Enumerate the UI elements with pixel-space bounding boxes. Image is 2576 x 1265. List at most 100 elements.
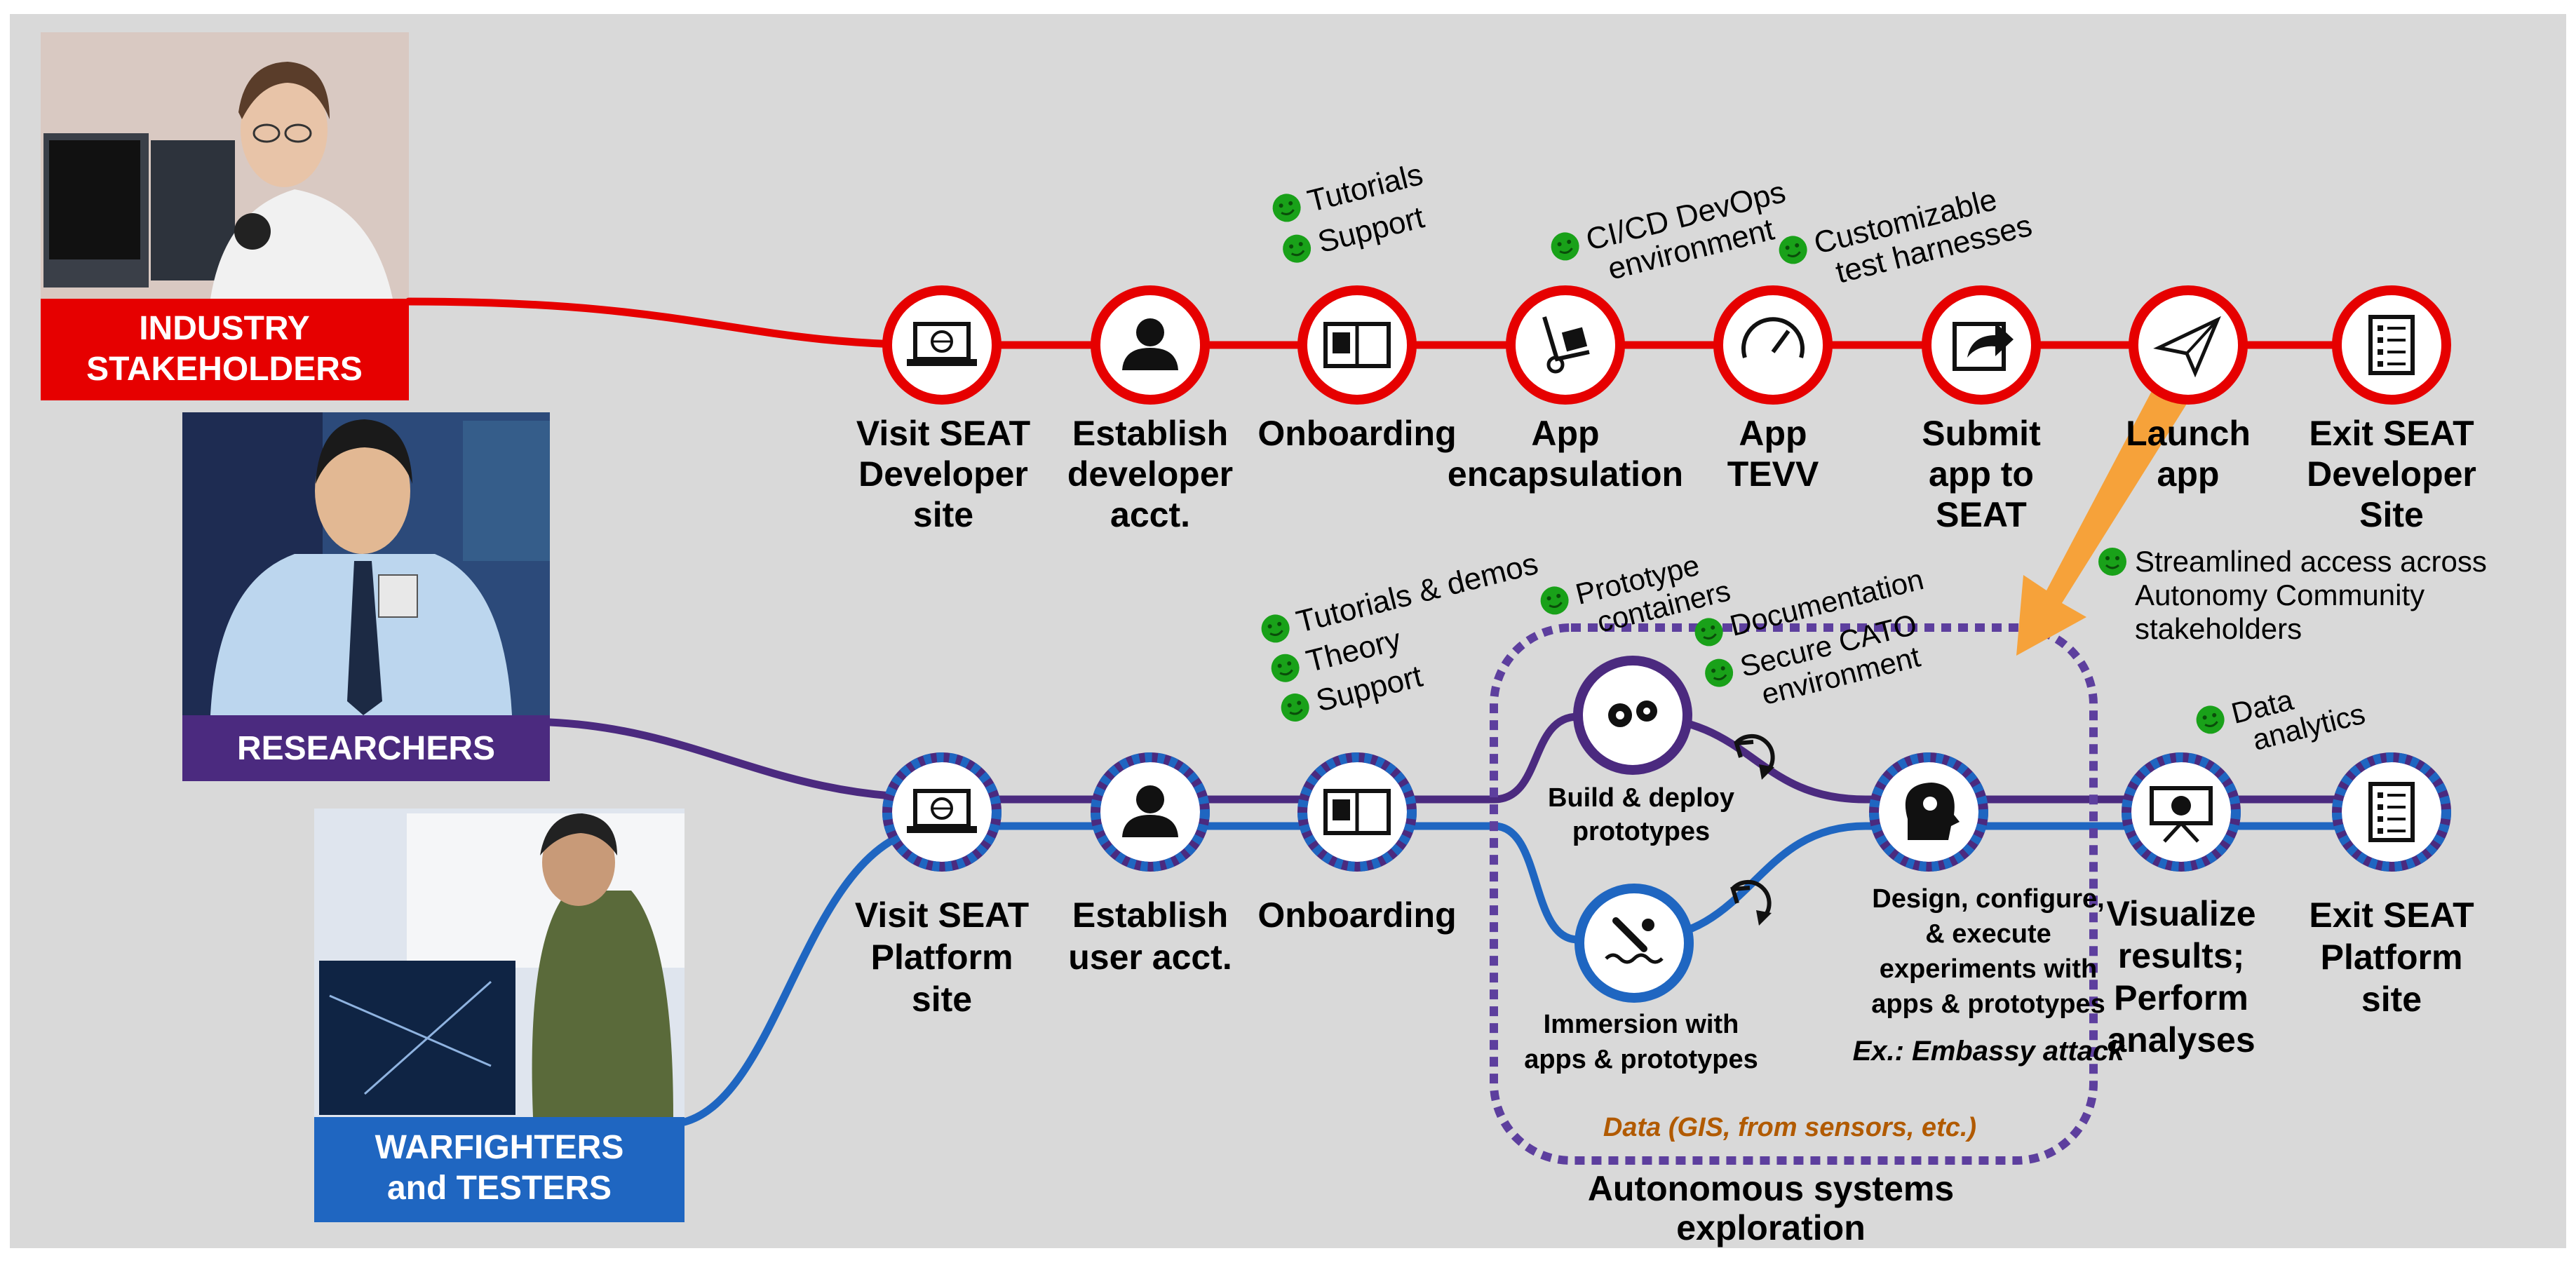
share-arrow-icon bbox=[1953, 322, 2014, 371]
build-node bbox=[1573, 656, 1692, 775]
platform-step-5-label-line-2: Platform bbox=[2321, 938, 2463, 977]
dev-step-3-label-line-1: Onboarding bbox=[1257, 414, 1456, 453]
platform-step-2-label-line-2: user acct. bbox=[1068, 938, 1232, 977]
platform-step-4 bbox=[2122, 752, 2241, 872]
industry-tag-line-1: INDUSTRY bbox=[139, 310, 310, 347]
researchers-photo bbox=[182, 412, 550, 715]
hand-truck-icon bbox=[1542, 316, 1590, 374]
platform-step-1-label-line-1: Visit SEAT bbox=[855, 895, 1029, 935]
dev-step-7 bbox=[2129, 285, 2248, 405]
dev-step-6 bbox=[1922, 285, 2041, 405]
warfighters-tag-line-1: WARFIGHTERS bbox=[375, 1129, 624, 1166]
industry-tag-line-2: STAKEHOLDERS bbox=[86, 351, 363, 388]
book-icon bbox=[1323, 789, 1391, 835]
smiley-bullet-icon bbox=[1705, 658, 1734, 687]
design-label-line-2: & execute bbox=[1925, 919, 2051, 949]
dev-step-4 bbox=[1506, 285, 1625, 405]
exploration-region bbox=[1490, 623, 2098, 1165]
platform-step-5 bbox=[2332, 752, 2451, 872]
dev-step-2-label-line-1: Establish bbox=[1072, 414, 1228, 453]
dev-step-1-label-line-1: Visit SEAT bbox=[856, 414, 1030, 453]
researchers-line bbox=[546, 718, 944, 802]
data-note: Data (GIS, from sensors, etc.) bbox=[1603, 1113, 1976, 1142]
platform-step-1 bbox=[882, 752, 1002, 872]
checklist-icon bbox=[2368, 782, 2415, 842]
warfighters-tag: WARFIGHTERS and TESTERS bbox=[314, 1117, 685, 1222]
smiley-bullet-icon bbox=[1271, 654, 1300, 682]
smiley-bullet-icon bbox=[2196, 705, 2225, 734]
dev-step-3 bbox=[1297, 285, 1417, 405]
industry-photo bbox=[41, 32, 409, 299]
person-icon bbox=[1122, 318, 1178, 370]
smiley-bullet-icon bbox=[1283, 234, 1311, 263]
dev-step-2-label-line-3: acct. bbox=[1110, 495, 1190, 534]
cycle-icon-bottom bbox=[1730, 879, 1772, 926]
gears-icon bbox=[1608, 701, 1657, 727]
dev-step-2-label-line-2: developer bbox=[1067, 454, 1233, 494]
design-node bbox=[1869, 752, 1988, 872]
step-nodes: Visit SEATDevelopersiteEstablishdevelope… bbox=[855, 285, 2476, 1074]
laptop-globe-icon bbox=[907, 322, 977, 366]
researchers-tag: RESEARCHERS bbox=[182, 715, 550, 781]
design-label-line-1: Design, configure, bbox=[1872, 884, 2104, 914]
design-label-line-3: experiments with bbox=[1880, 954, 2097, 984]
smiley-bullet-icon bbox=[1261, 614, 1290, 643]
benefit-streamlined-1-line-1: Streamlined access across bbox=[2135, 545, 2487, 578]
platform-step-3-label-line-1: Onboarding bbox=[1257, 895, 1456, 935]
platform-step-4-label-line-3: Perform bbox=[2114, 978, 2248, 1017]
person-icon bbox=[1122, 785, 1178, 837]
platform-step-4-label-line-4: analyses bbox=[2107, 1020, 2255, 1060]
benefit-streamlined-1-line-3: stakeholders bbox=[2135, 612, 2302, 645]
platform-step-4-label-line-1: Visualize bbox=[2106, 894, 2255, 933]
dev-step-5-label-line-2: TEVV bbox=[1727, 454, 1819, 494]
head-gears-icon bbox=[1905, 783, 1960, 840]
platform-step-2 bbox=[1091, 752, 1210, 872]
dev-step-4-label-line-1: App bbox=[1531, 414, 1599, 453]
dev-step-2 bbox=[1091, 285, 1210, 405]
immersion-label-line-1: Immersion with bbox=[1544, 1010, 1739, 1039]
dev-step-1-label-line-2: Developer bbox=[858, 454, 1028, 494]
dev-step-8-label-line-2: Developer bbox=[2307, 454, 2476, 494]
platform-step-5-label-line-1: Exit SEAT bbox=[2309, 895, 2474, 935]
smiley-bullet-icon bbox=[2098, 548, 2126, 576]
dev-step-6-label-line-3: SEAT bbox=[1936, 495, 2027, 534]
warfighters-photo bbox=[314, 809, 685, 1117]
smiley-bullet-icon bbox=[1694, 618, 1723, 647]
warfighters-tag-line-2: and TESTERS bbox=[387, 1170, 612, 1207]
checklist-icon bbox=[2368, 315, 2415, 375]
benefit-streamlined-1-line-2: Autonomy Community bbox=[2135, 579, 2425, 611]
dev-step-6-label-line-1: Submit bbox=[1922, 414, 2041, 453]
platform-step-1-label-line-3: site bbox=[912, 980, 972, 1019]
exploration-title-line-2: exploration bbox=[1676, 1208, 1865, 1247]
smiley-bullet-icon bbox=[1551, 232, 1579, 261]
platform-line-purple bbox=[936, 712, 1638, 804]
build-label-line-1: Build & deploy bbox=[1548, 783, 1734, 813]
launch-to-exploration-arrow bbox=[2016, 375, 2194, 656]
smiley-bullet-icon bbox=[1281, 693, 1309, 722]
dev-step-8-label-line-1: Exit SEAT bbox=[2309, 414, 2474, 453]
dev-step-1 bbox=[882, 285, 1002, 405]
gauge-icon bbox=[1741, 317, 1805, 358]
platform-line-blue bbox=[936, 822, 1638, 944]
book-icon bbox=[1323, 322, 1391, 368]
dev-step-5-label-line-1: App bbox=[1739, 414, 1807, 453]
platform-step-5-label-line-3: site bbox=[2361, 980, 2422, 1019]
platform-step-3 bbox=[1297, 752, 1417, 872]
dev-step-6-label-line-2: app to bbox=[1929, 454, 2034, 494]
build-label-line-2: prototypes bbox=[1572, 817, 1710, 846]
paper-plane-icon bbox=[2153, 316, 2221, 378]
dev-step-8 bbox=[2332, 285, 2451, 405]
design-label-line-4: apps & prototypes bbox=[1871, 989, 2105, 1019]
diver-icon bbox=[1605, 917, 1664, 964]
researchers-tag-line-1: RESEARCHERS bbox=[237, 730, 495, 767]
platform-step-1-label-line-2: Platform bbox=[871, 938, 1013, 977]
dev-step-8-label-line-3: Site bbox=[2359, 495, 2424, 534]
dev-step-7-label-line-1: Launch bbox=[2126, 414, 2251, 453]
smiley-bullet-icon bbox=[1272, 194, 1301, 222]
platform-step-2-label-line-1: Establish bbox=[1072, 895, 1228, 935]
smiley-bullet-icon bbox=[1540, 586, 1569, 615]
industry-line bbox=[405, 297, 2389, 349]
